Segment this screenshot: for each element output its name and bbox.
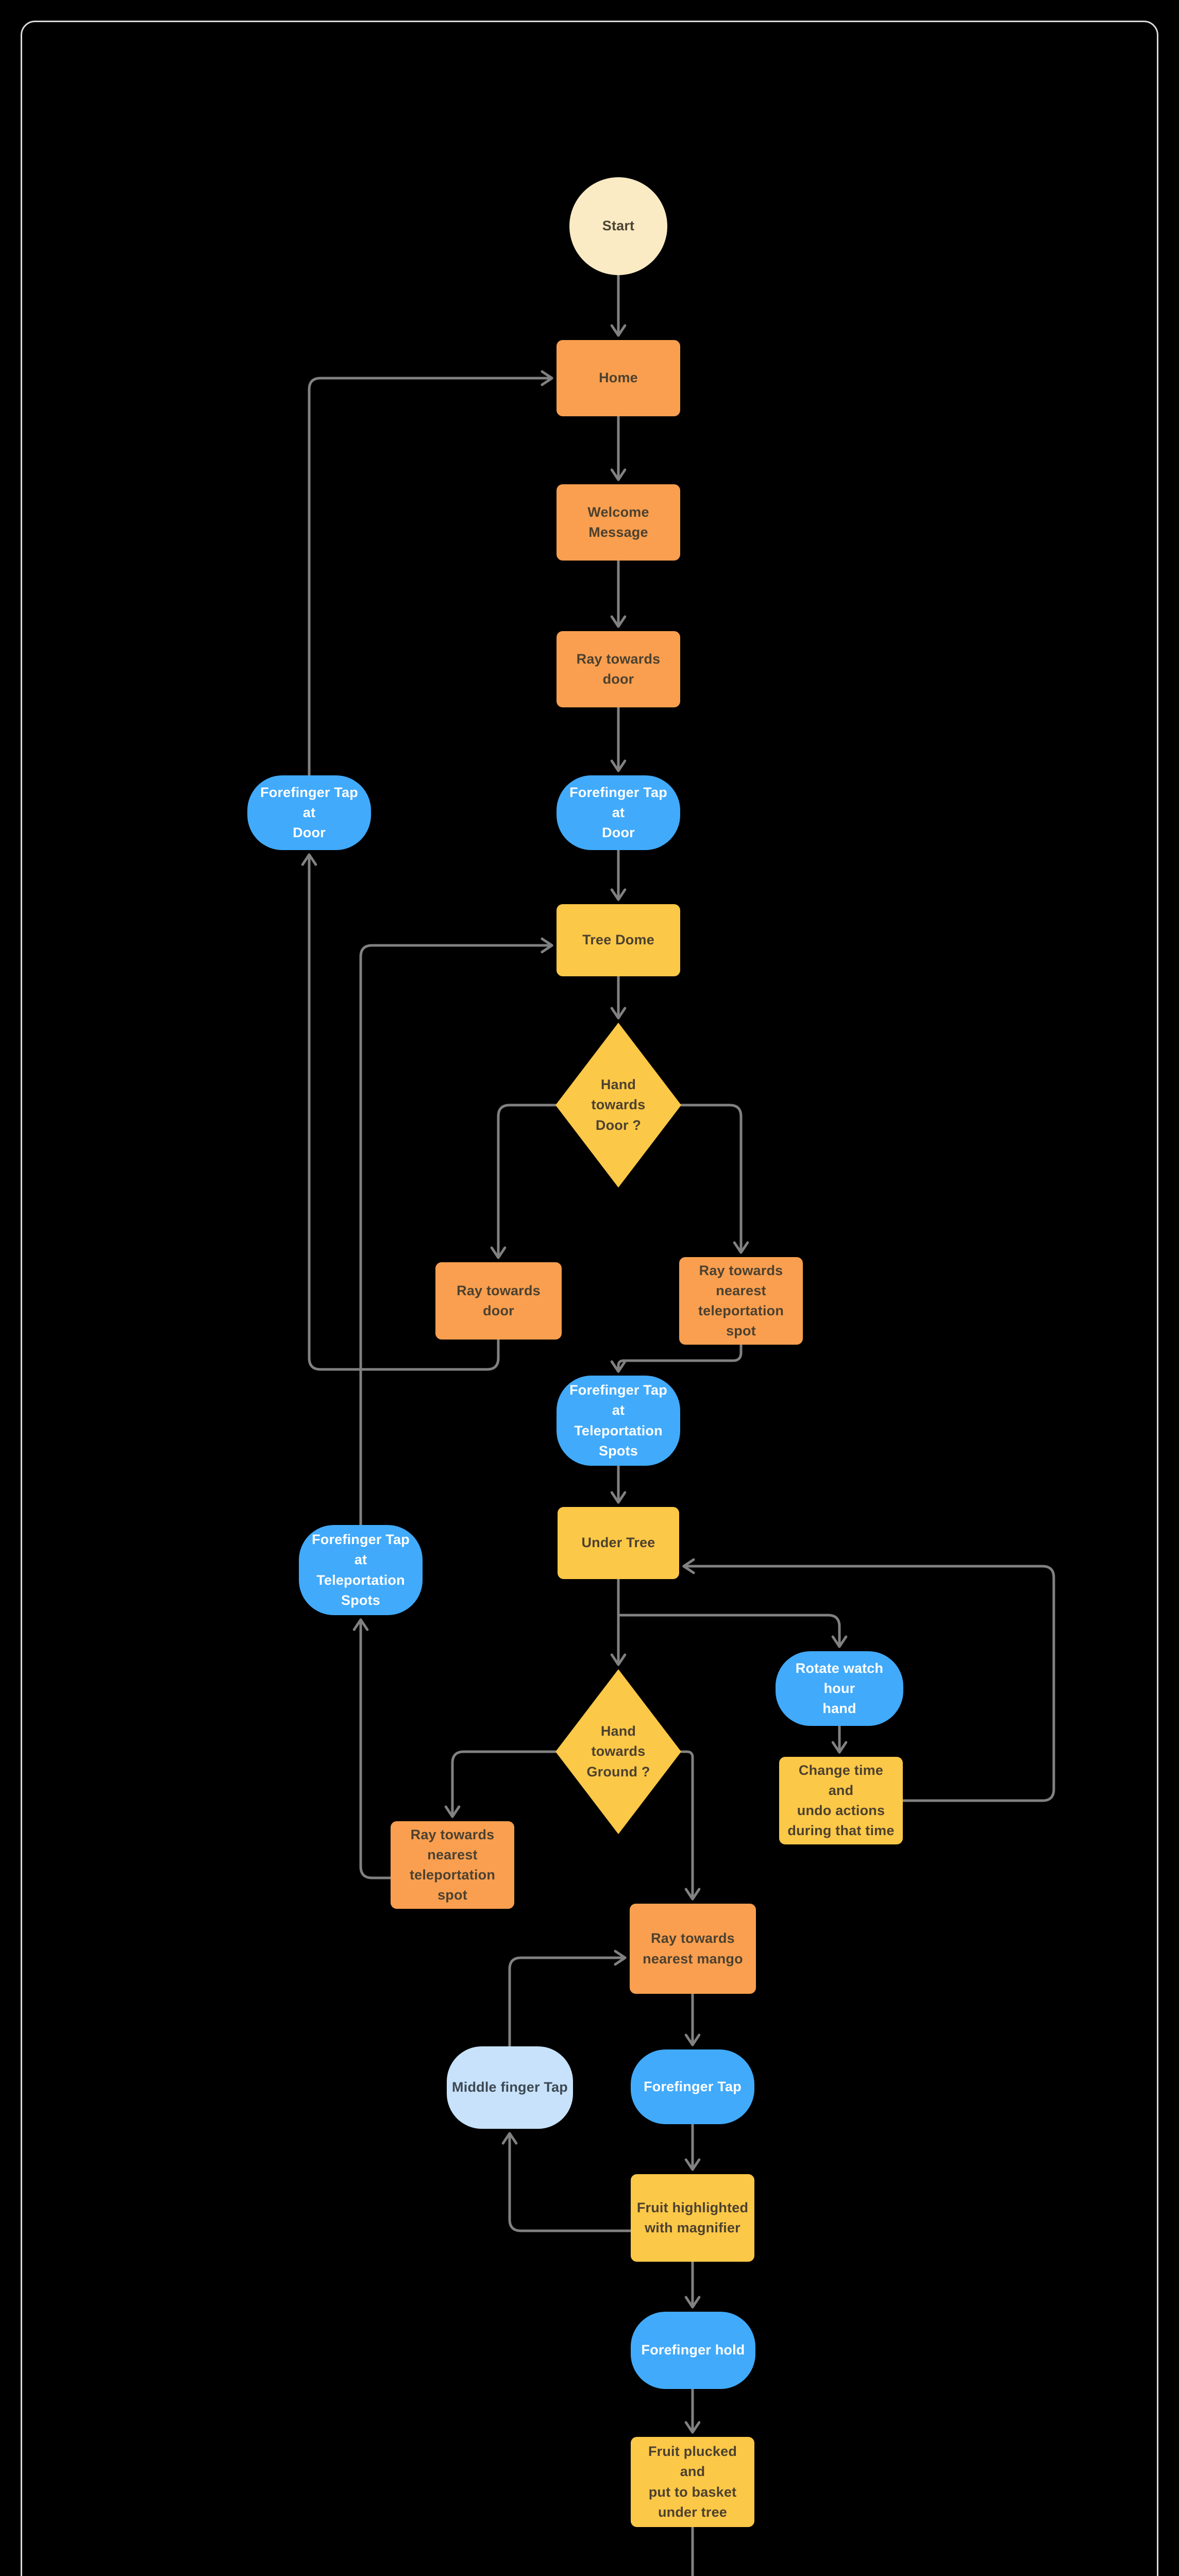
node-label-forefinger-hold: Forefinger hold: [641, 2342, 745, 2358]
node-ray-teleport-spot-left[interactable]: Ray towards nearest teleportation spot: [391, 1821, 514, 1909]
node-label-fruit-highlighted: Fruit highlighted with magnifier: [636, 2199, 749, 2235]
node-label-ray-towards-door-2: Ray towards door: [457, 1282, 541, 1318]
node-label-ray-towards-door: Ray towards door: [576, 651, 661, 687]
node-label-ray-mango: Ray towards nearest mango: [643, 1930, 743, 1967]
node-label-tree-dome: Tree Dome: [582, 932, 654, 948]
node-forefinger-tap-door[interactable]: Forefinger Tap at Door: [557, 775, 680, 850]
node-label-under-tree: Under Tree: [581, 1535, 655, 1551]
node-forefinger-tap[interactable]: Forefinger Tap: [631, 2049, 754, 2124]
node-label-home: Home: [599, 370, 638, 386]
node-label-ray-teleport-spot-left: Ray towards nearest teleportation spot: [409, 1826, 496, 1903]
node-forefinger-tap-door-left[interactable]: Forefinger Tap at Door: [247, 775, 371, 850]
edge-hand-towards-ground-to-ray-teleport-spot-left: [444, 1750, 557, 1818]
node-middle-finger-tap[interactable]: Middle finger Tap: [447, 2046, 573, 2129]
edge-fruit-highlighted-to-middle-finger-tap: [501, 2132, 632, 2232]
node-fruit-highlighted[interactable]: Fruit highlighted with magnifier: [631, 2174, 754, 2262]
node-forefinger-tap-teleport[interactable]: Forefinger Tap at Teleportation Spots: [557, 1376, 680, 1466]
edge-ray-teleport-spot-left-to-forefinger-tap-teleport-left: [352, 1618, 392, 1879]
edge-forefinger-tap-teleport-left-to-tree-dome: [359, 937, 553, 1527]
node-ray-towards-door[interactable]: Ray towards door: [557, 631, 680, 707]
node-forefinger-tap-teleport-left[interactable]: Forefinger Tap at Teleportation Spots: [299, 1525, 423, 1615]
node-label-forefinger-tap: Forefinger Tap: [644, 2078, 742, 2094]
node-ray-towards-door-2[interactable]: Ray towards door: [435, 1262, 562, 1340]
node-rotate-watch[interactable]: Rotate watch hour hand: [776, 1651, 903, 1726]
node-label-welcome-message: Welcome Message: [587, 504, 649, 540]
node-tree-dome[interactable]: Tree Dome: [557, 904, 680, 976]
node-label-start: Start: [602, 218, 635, 234]
edge-forefinger-tap-door-left-to-home: [308, 370, 553, 777]
node-fruit-plucked[interactable]: Fruit plucked and put to basket under tr…: [631, 2437, 754, 2527]
node-label-hand-towards-door: Hand towards Door ?: [591, 1077, 646, 1133]
node-ray-teleport-spot-right[interactable]: Ray towards nearest teleportation spot: [679, 1257, 803, 1345]
node-label-forefinger-tap-door: Forefinger Tap at Door: [569, 784, 667, 841]
edge-hand-towards-ground-to-ray-mango: [680, 1750, 701, 1901]
node-label-rotate-watch: Rotate watch hour hand: [795, 1660, 884, 1717]
node-start[interactable]: Start: [569, 177, 667, 275]
edge-middle-finger-tap-to-ray-mango: [508, 1950, 627, 2048]
node-label-middle-finger-tap: Middle finger Tap: [452, 2079, 568, 2095]
node-change-time[interactable]: Change time and undo actions during that…: [779, 1757, 903, 1844]
node-label-forefinger-tap-door-left: Forefinger Tap at Door: [260, 784, 358, 841]
node-label-change-time: Change time and undo actions during that…: [787, 1762, 895, 1839]
node-label-ray-teleport-spot-right: Ray towards nearest teleportation spot: [698, 1262, 784, 1339]
node-home[interactable]: Home: [557, 340, 680, 416]
node-welcome-message[interactable]: Welcome Message: [557, 484, 680, 561]
node-under-tree[interactable]: Under Tree: [558, 1507, 679, 1579]
node-label-fruit-plucked: Fruit plucked and put to basket under tr…: [648, 2444, 737, 2520]
edge-hand-towards-door-to-ray-teleport-spot-right: [680, 1104, 749, 1254]
edge-under-tree-to-rotate-watch: [617, 1614, 848, 1648]
edge-ray-towards-door-2-to-forefinger-tap-door-left: [301, 853, 500, 1371]
node-label-hand-towards-ground: Hand towards Ground ?: [586, 1723, 650, 1780]
node-forefinger-hold[interactable]: Forefinger hold: [631, 2312, 755, 2389]
canvas-frame: [21, 21, 1158, 2576]
edge-ray-teleport-spot-right-to-forefinger-tap-teleport: [610, 1343, 743, 1373]
edge-hand-towards-door-to-ray-towards-door-2: [490, 1104, 557, 1259]
edge-change-time-to-under-tree: [682, 1558, 1055, 1802]
node-ray-mango[interactable]: Ray towards nearest mango: [630, 1904, 756, 1994]
node-label-forefinger-tap-teleport-left: Forefinger Tap at Teleportation Spots: [312, 1532, 410, 1608]
node-label-forefinger-tap-teleport: Forefinger Tap at Teleportation Spots: [569, 1382, 667, 1459]
